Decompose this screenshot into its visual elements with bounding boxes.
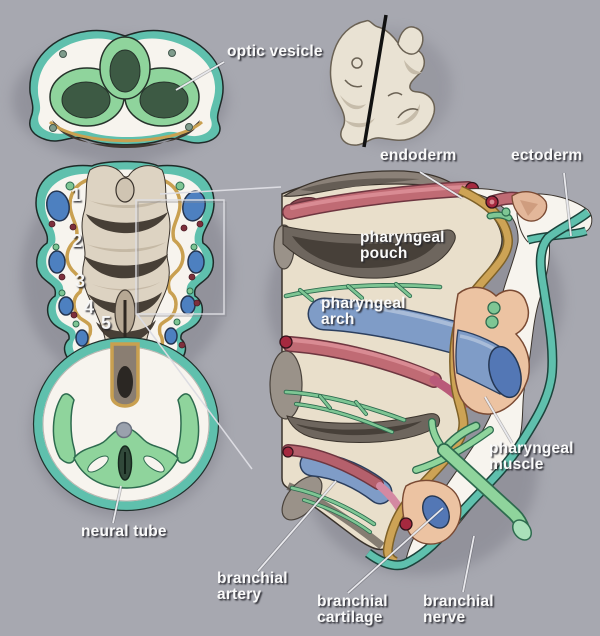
arch-number-3: 3 bbox=[75, 271, 86, 291]
branchial-cartilage-pointer bbox=[347, 507, 444, 594]
branchial-nerves-lower bbox=[283, 389, 407, 435]
branchial-nerve-pointer bbox=[462, 535, 475, 593]
pharyngeal-muscle-top-shade bbox=[520, 200, 538, 216]
hyoid-knob bbox=[115, 177, 135, 203]
artery-cut-end-bottom bbox=[399, 517, 413, 531]
arch-number-4: 4 bbox=[84, 297, 95, 317]
artery-cut-end-arch2 bbox=[279, 335, 293, 349]
branchial-artery-pointer bbox=[257, 480, 337, 572]
label-pharyngeal-arch: pharyngeal arch bbox=[321, 295, 406, 328]
embryo-contours bbox=[344, 57, 419, 119]
head-dots bbox=[49, 49, 193, 132]
esophageal-lumen bbox=[117, 366, 133, 398]
ectoderm-line bbox=[365, 209, 591, 569]
pharyngeal-cleft-bands bbox=[84, 212, 168, 344]
optic-vesicle-structure bbox=[49, 36, 200, 127]
label-neural-tube: neural tube bbox=[81, 523, 167, 540]
pharyngeal-frontal-section bbox=[35, 160, 215, 393]
nerve-dots bbox=[52, 181, 198, 328]
cut-curl-mid bbox=[269, 350, 303, 420]
pharyngeal-muscle-pointer bbox=[484, 396, 513, 444]
nerve-tube-cap bbox=[511, 519, 533, 541]
head-cross-section bbox=[29, 29, 224, 148]
label-ectoderm: ectoderm bbox=[511, 147, 583, 164]
label-optic-vesicle: optic vesicle bbox=[227, 43, 323, 60]
pharyngeal-detail-view bbox=[269, 170, 593, 571]
endoderm-pointer bbox=[419, 171, 463, 199]
branchial-nerves-upper bbox=[283, 281, 443, 303]
nerve-dots-muscle bbox=[485, 301, 501, 329]
label-endoderm: endoderm bbox=[380, 147, 457, 164]
zoom-region-box bbox=[137, 201, 227, 317]
ectoderm-line-group bbox=[365, 208, 592, 571]
endoderm-line bbox=[384, 186, 512, 566]
optic-vesicle-pointer bbox=[175, 61, 225, 91]
embryo-limb-bud bbox=[397, 26, 424, 55]
ectoderm-pointer bbox=[563, 172, 572, 237]
arch-shading bbox=[86, 198, 166, 291]
zoom-connector-line-bottom bbox=[136, 313, 253, 470]
artery-cut-end-arch3-left bbox=[282, 446, 294, 458]
detail-top-mass-dark bbox=[300, 178, 420, 192]
arch-number-2: 2 bbox=[72, 231, 83, 251]
trunk-cross-section bbox=[32, 336, 220, 512]
label-pharyngeal-pouch: pharyngeal pouch bbox=[360, 229, 445, 262]
embryo-figure bbox=[329, 14, 436, 148]
cartilage-cylinder-cap bbox=[488, 345, 522, 399]
notochord-dot bbox=[115, 421, 133, 439]
zoom-connector-line-top bbox=[159, 186, 282, 195]
arch-number-1: 1 bbox=[71, 185, 82, 205]
pointer-lines bbox=[111, 60, 573, 595]
branchial-nerves-arch3 bbox=[289, 485, 377, 534]
label-branchial-nerve: branchial nerve bbox=[423, 593, 494, 626]
artery-stub-lumen bbox=[489, 199, 495, 205]
arch-number-5: 5 bbox=[101, 313, 112, 333]
nerve-stub-top bbox=[486, 211, 513, 222]
trunk-white-slits bbox=[87, 455, 165, 473]
label-branchial-cartilage: branchial cartilage bbox=[317, 593, 388, 626]
label-branchial-artery: branchial artery bbox=[217, 570, 288, 603]
section-plane-line bbox=[362, 14, 388, 148]
zoom-region-box-front bbox=[135, 199, 225, 315]
zoom-region bbox=[135, 186, 282, 470]
pharyngeal-pouch-inner bbox=[292, 236, 440, 268]
branchial-nerve-tube bbox=[412, 418, 530, 536]
neural-tube-pointer bbox=[112, 485, 122, 524]
label-pharyngeal-muscle: pharyngeal muscle bbox=[489, 440, 574, 473]
nerve-dot-top bbox=[501, 207, 511, 217]
